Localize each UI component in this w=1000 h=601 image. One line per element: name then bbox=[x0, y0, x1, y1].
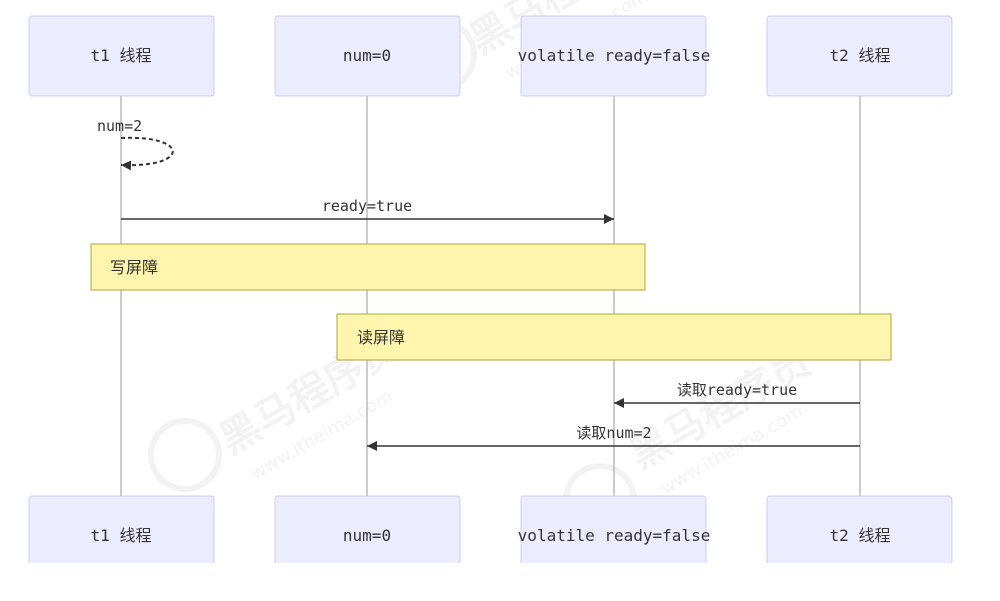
actor-label: volatile ready=false bbox=[518, 46, 711, 65]
message-label: 读取num=2 bbox=[576, 424, 651, 442]
actor-t1-bottom[interactable]: t1 线程 bbox=[28, 495, 215, 577]
actor-num-bottom[interactable]: num=0 bbox=[274, 495, 461, 577]
actor-label: volatile ready=false bbox=[518, 526, 711, 545]
actor-t2-bottom[interactable]: t2 线程 bbox=[766, 495, 953, 577]
watermark-logo-icon bbox=[148, 418, 222, 492]
actor-ready-bottom[interactable]: volatile ready=false bbox=[518, 495, 711, 577]
note-read-barrier: 读屏障 bbox=[336, 313, 892, 361]
actor-label: t1 线程 bbox=[91, 526, 152, 545]
actor-t2-top[interactable]: t2 线程 bbox=[766, 15, 953, 97]
note-write-barrier: 写屏障 bbox=[90, 243, 646, 291]
message-label: 读取ready=true bbox=[677, 381, 797, 399]
note-label: 写屏障 bbox=[110, 258, 158, 277]
note-label: 读屏障 bbox=[357, 328, 405, 347]
message-label: ready=true bbox=[322, 197, 412, 215]
actor-label: num=0 bbox=[343, 46, 391, 65]
actor-label: num=0 bbox=[343, 526, 391, 545]
actor-label: t2 线程 bbox=[830, 526, 891, 545]
message-read-ready: 读取ready=true bbox=[614, 381, 860, 408]
message-read-num: 读取num=2 bbox=[367, 424, 860, 451]
message-self-num: num=2 bbox=[97, 117, 174, 171]
bottom-crop bbox=[0, 563, 1000, 601]
actor-t1-top[interactable]: t1 线程 bbox=[28, 15, 215, 97]
message-ready-true: ready=true bbox=[121, 197, 614, 224]
actor-label: t2 线程 bbox=[830, 46, 891, 65]
actor-label: t1 线程 bbox=[91, 46, 152, 65]
actor-num-top[interactable]: num=0 bbox=[274, 15, 461, 97]
actor-ready-top[interactable]: volatile ready=false bbox=[518, 15, 711, 97]
message-label: num=2 bbox=[97, 117, 142, 135]
